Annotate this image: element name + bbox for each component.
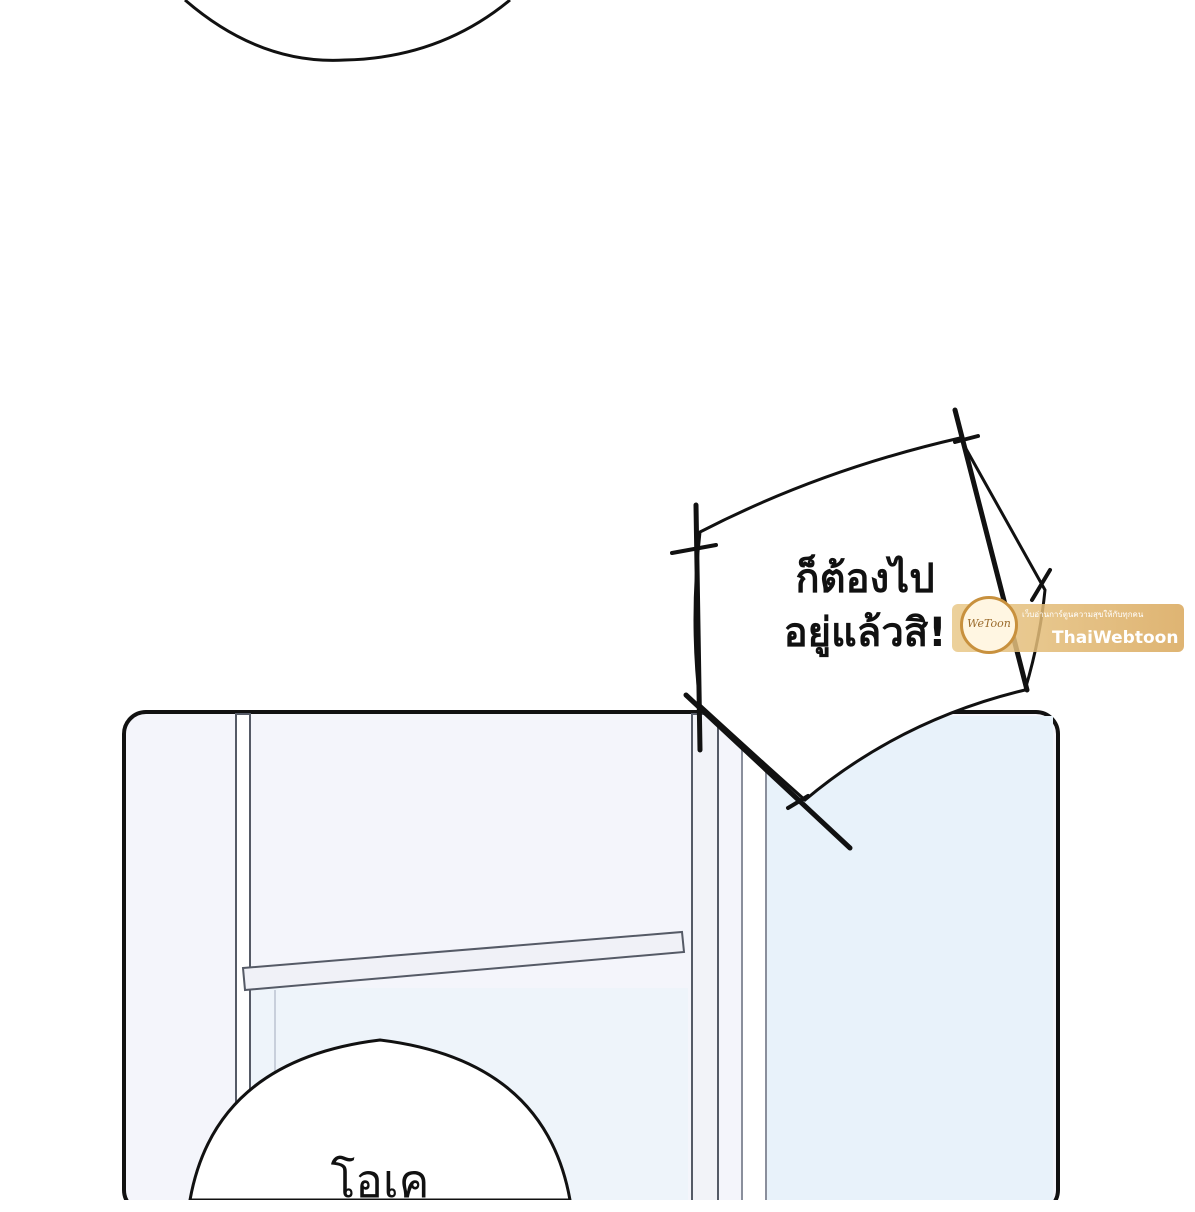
watermark-logo-icon: WeToon — [960, 596, 1018, 654]
bottom-bubble-text: โอเค — [330, 1154, 430, 1208]
bubble-stick — [953, 434, 980, 444]
watermark-tagline: เว็บอ่านการ์ตูนความสุขให้กับทุกคน — [1022, 610, 1144, 619]
watermark-logo-text: WeToon — [967, 617, 1011, 630]
top-speech-bubble — [184, 0, 511, 62]
window-glass — [765, 716, 1053, 1200]
window-pole-right — [741, 713, 767, 1200]
bottom-speech-bubble — [188, 1038, 572, 1200]
window-rail — [241, 930, 686, 992]
bubble-stick — [670, 543, 718, 555]
shout-bubble-text: ก็ต้องไป อยู่แล้วสิ! — [783, 556, 947, 656]
bubble-stick — [786, 794, 810, 810]
bubble-stick — [683, 692, 853, 851]
window-pole-left — [235, 713, 251, 1200]
thaiwebtoon-watermark: WeToon เว็บอ่านการ์ตูนความสุขให้กับทุกคน… — [952, 596, 1192, 662]
watermark-brand: ThaiWebtoon — [1052, 628, 1179, 648]
window-pole-middle — [691, 713, 719, 1200]
bubble-stick — [1030, 568, 1052, 602]
